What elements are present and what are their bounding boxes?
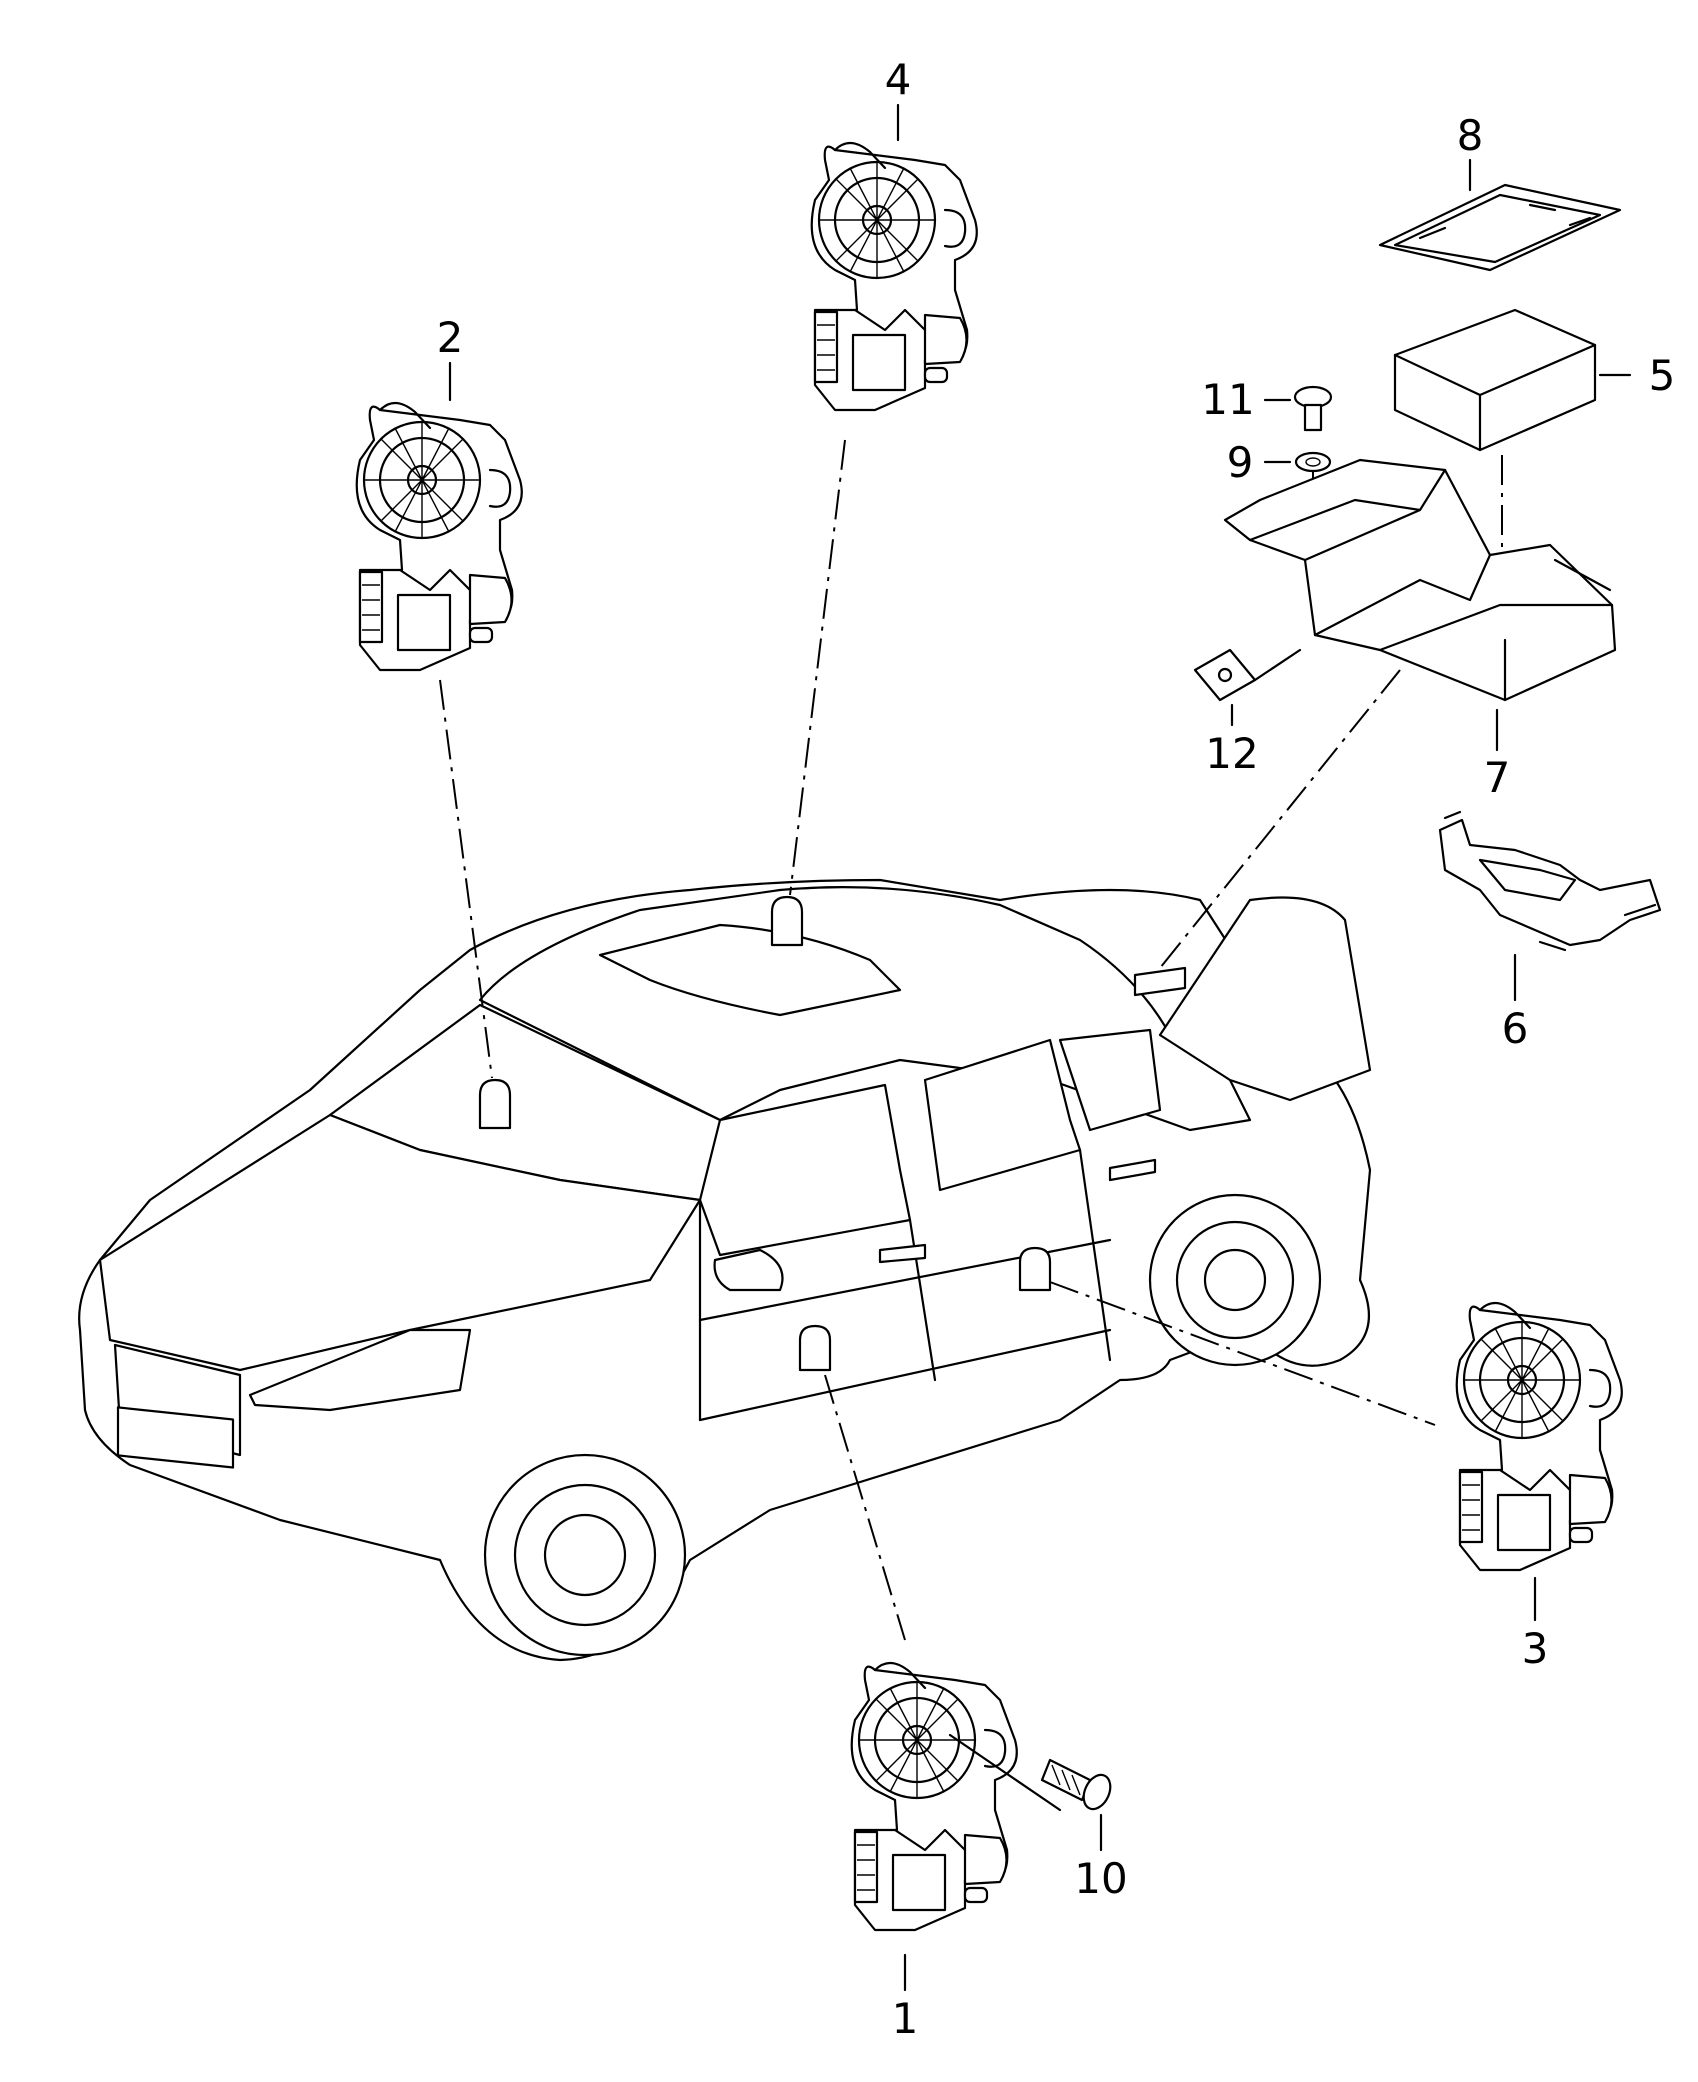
control-unit-5: [1393, 308, 1597, 452]
screw-10: [948, 1733, 1112, 1812]
cover-8: [1378, 183, 1622, 272]
callout-2: 2: [437, 313, 464, 362]
window-motor-2: [355, 401, 523, 672]
window-motor-3: [1455, 1301, 1623, 1572]
callout-leaders: [448, 103, 1632, 1992]
callout-7: 7: [1484, 753, 1511, 802]
washer-9: [1294, 451, 1332, 473]
callout-6: 6: [1502, 1004, 1529, 1053]
callout-12: 12: [1205, 729, 1258, 778]
window-motor-4: [810, 141, 978, 412]
callout-9: 9: [1227, 438, 1254, 487]
callout-8: 8: [1457, 111, 1484, 160]
callout-11: 11: [1201, 375, 1254, 424]
callout-1: 1: [892, 1994, 919, 2043]
bracket-6: [1438, 810, 1662, 952]
screw-11: [1293, 385, 1333, 432]
leader-lines: [439, 439, 1503, 1641]
callout-labels: 2 4 8 5 11 9 7 12 6 3 10 1: [437, 55, 1676, 2043]
callout-4: 4: [885, 55, 912, 104]
nut-12: [1193, 648, 1302, 702]
callout-10: 10: [1074, 1854, 1127, 1903]
callout-5: 5: [1649, 351, 1676, 400]
mounting-tray-7: [1223, 458, 1617, 702]
car-illustration: [78, 878, 1372, 1662]
window-motor-1: [850, 1661, 1018, 1932]
callout-3: 3: [1522, 1624, 1549, 1673]
